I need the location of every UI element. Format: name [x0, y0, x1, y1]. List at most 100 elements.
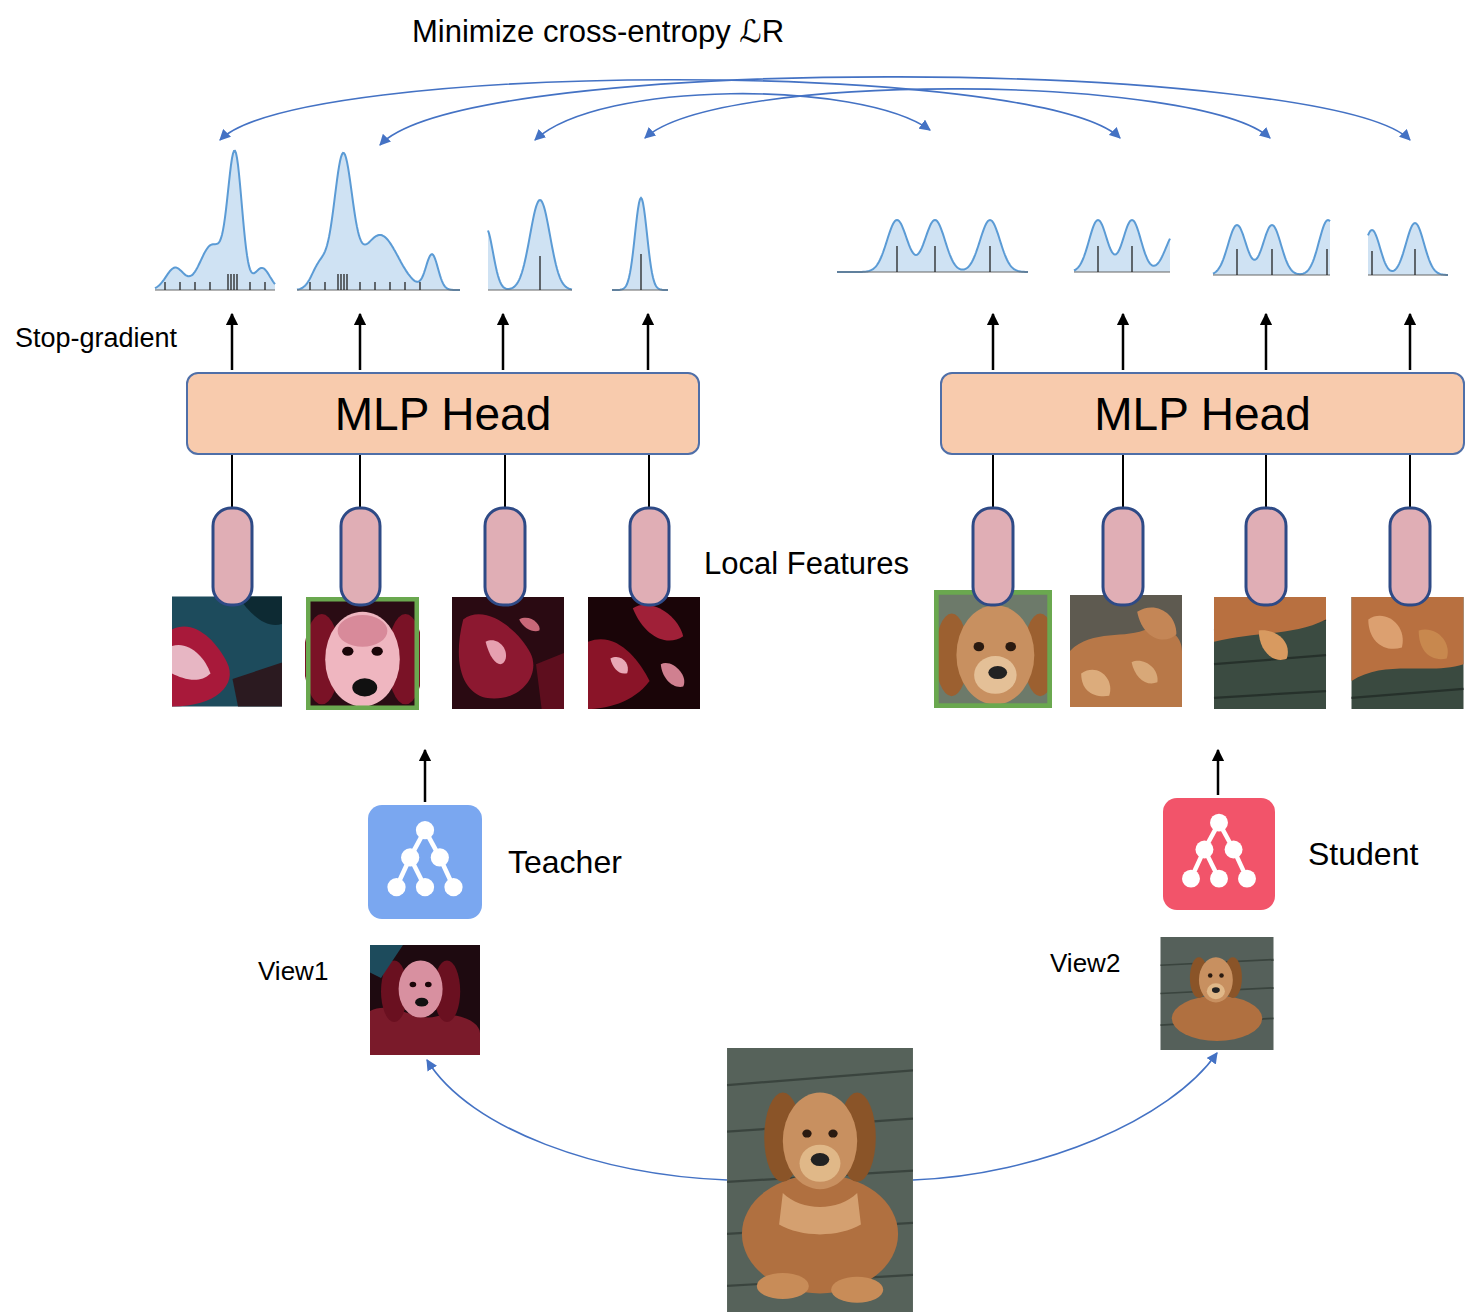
tree-icon	[401, 848, 419, 866]
distribution-curves	[343, 274, 344, 290]
student-patches	[1214, 597, 1326, 709]
view2-image	[1207, 983, 1225, 999]
view1-image	[370, 945, 403, 978]
tree-icon	[1210, 814, 1228, 832]
teacher-patches	[661, 663, 685, 687]
augmentation-arrows	[913, 1053, 1217, 1180]
student-patches	[1352, 597, 1464, 709]
distribution-curves	[389, 282, 390, 290]
teacher-patches	[338, 615, 388, 647]
cross-entropy-arcs	[535, 94, 930, 140]
distribution-curves	[1326, 249, 1327, 275]
feature-lines	[992, 455, 994, 510]
student-patches	[988, 666, 1007, 679]
distribution-curves	[155, 289, 275, 290]
distribution-curves	[194, 282, 195, 290]
student-patches	[974, 656, 1016, 694]
box-label: MLP Head	[1094, 387, 1311, 441]
distribution-curves	[179, 282, 180, 290]
view1-image	[425, 982, 432, 988]
feature-capsules	[485, 508, 525, 605]
distribution-curves	[896, 246, 897, 272]
encoder-icon: Teacher	[368, 805, 482, 919]
original-image	[802, 1129, 811, 1137]
feature-capsules	[213, 508, 1430, 605]
student-patches	[1081, 670, 1110, 696]
feature-lines	[359, 455, 361, 510]
tree-icon	[431, 848, 449, 866]
teacher-patches	[536, 653, 564, 709]
original-image	[742, 1174, 898, 1293]
cross-entropy-arcs	[220, 77, 1410, 145]
student-patches	[934, 590, 1057, 708]
feature-lines	[1265, 455, 1267, 510]
student-patches	[936, 592, 1049, 705]
augmentation-arrows	[427, 1053, 1217, 1180]
teacher-patches	[325, 612, 400, 707]
teacher-patches	[633, 605, 683, 641]
feature-lines	[231, 455, 233, 510]
teacher-patches	[304, 597, 424, 710]
encoder-arrows	[424, 750, 427, 802]
distribution-curves	[612, 198, 668, 290]
feature-lines	[232, 455, 1410, 510]
tree-icon	[387, 878, 405, 896]
distribution-curves	[1271, 249, 1272, 275]
original-image	[727, 1048, 913, 1312]
view2-image	[1212, 987, 1220, 993]
teacher-patches	[308, 599, 416, 707]
distribution-curves	[230, 274, 231, 290]
student-patches	[1352, 597, 1464, 681]
student-patches	[1070, 595, 1182, 707]
view1-image	[415, 998, 428, 1007]
distribution-curves	[612, 198, 668, 290]
distribution-curves	[346, 274, 347, 290]
distribution-curves	[374, 282, 375, 290]
distribution-curves	[1368, 274, 1448, 275]
distribution-curves	[488, 289, 572, 290]
original-image	[828, 1129, 837, 1137]
view1-image	[410, 982, 417, 988]
view1-image	[399, 960, 443, 1017]
text-label: Local Features	[704, 546, 909, 582]
student-patches	[1419, 630, 1448, 660]
distribution-curves	[324, 282, 325, 290]
encoder-label: Student	[1308, 836, 1418, 873]
distribution-curves	[404, 282, 405, 290]
output-arrows	[647, 314, 650, 370]
augmentation-arrows	[427, 1060, 727, 1180]
distribution-curves	[249, 282, 250, 290]
feature-lines	[504, 455, 506, 510]
student-patches	[1005, 642, 1016, 651]
view2-image	[1161, 937, 1274, 1050]
view2-image	[1172, 996, 1262, 1041]
output-arrows	[502, 314, 505, 370]
distribution-curves	[1074, 220, 1170, 272]
student-patches	[934, 590, 1464, 709]
feature-capsules	[1246, 508, 1286, 605]
teacher-patches	[519, 618, 539, 631]
tree-icon	[1238, 870, 1256, 888]
cross-entropy-arcs	[645, 89, 1270, 138]
distribution-curves	[1213, 220, 1330, 275]
tree-icon	[1195, 841, 1213, 859]
teacher-patches	[588, 597, 700, 709]
view2-image	[1219, 973, 1224, 978]
teacher-patches	[172, 597, 282, 707]
distribution-curves	[233, 274, 234, 290]
distribution-curves	[1074, 271, 1170, 272]
feature-capsules	[1390, 508, 1430, 605]
teacher-patches	[352, 678, 377, 696]
original-image	[800, 1145, 841, 1182]
teacher-patches	[233, 663, 283, 707]
text-label: View2	[1050, 949, 1120, 979]
feature-capsules	[973, 508, 1013, 605]
original-image	[727, 1070, 913, 1085]
distribution-curves	[297, 153, 460, 290]
distribution-curves	[837, 220, 1028, 272]
student-patches	[1070, 595, 1182, 707]
teacher-patches	[172, 597, 282, 707]
output-arrows	[231, 314, 234, 370]
distribution-curves	[837, 220, 1028, 272]
output-arrows	[232, 314, 1410, 370]
